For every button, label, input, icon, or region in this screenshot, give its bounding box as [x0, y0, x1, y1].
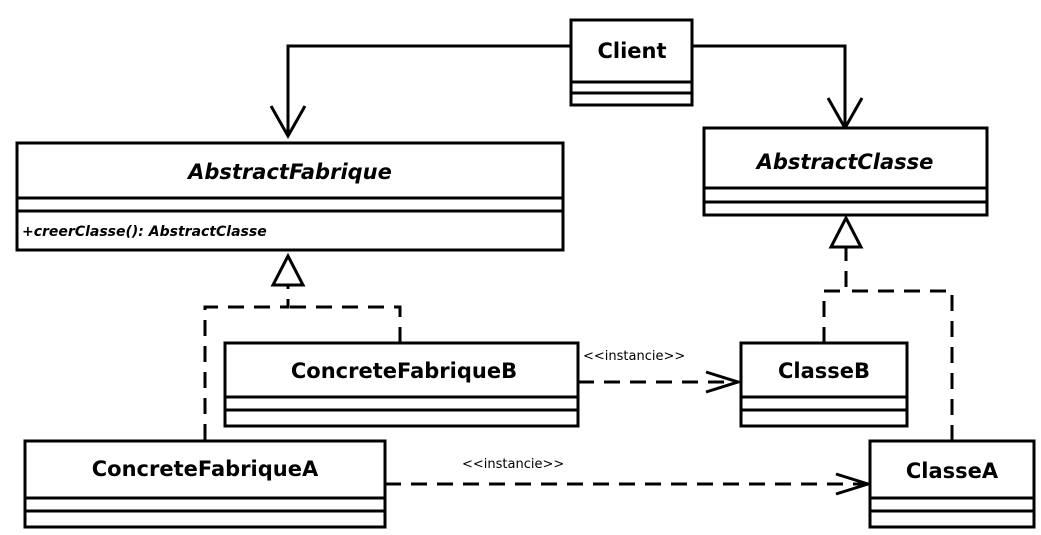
class-abstractclasse-name: AbstractClasse — [755, 150, 934, 174]
realize-fabriquea-line — [203, 285, 290, 440]
method-creerclasse: +creerClasse(): AbstractClasse — [22, 224, 267, 240]
assoc-client-abstractfabrique — [286, 44, 571, 136]
class-classeb-name: ClasseB — [778, 359, 870, 383]
realize-fabriqueb-line — [288, 305, 402, 343]
class-concretefabriquea-name: ConcreteFabriqueA — [92, 457, 319, 481]
class-concretefabriqueb-name: ConcreteFabriqueB — [291, 359, 517, 383]
assoc-client-abstractclasse — [692, 44, 847, 128]
class-abstractfabrique[interactable]: AbstractFabrique +creerClasse(): Abstrac… — [15, 141, 565, 252]
class-concretefabriqueb[interactable]: ConcreteFabriqueB — [223, 341, 580, 428]
stereotype-instancie-b: <<instancie>> — [583, 349, 685, 364]
realize-triangle-abstractfabrique — [270, 252, 306, 287]
realize-classea-line — [846, 289, 954, 441]
assoc-arrowhead-abstractfabrique — [269, 105, 307, 140]
class-abstractfabrique-name: AbstractFabrique — [186, 160, 392, 184]
class-classea[interactable]: ClasseA — [868, 439, 1036, 529]
class-concretefabriquea[interactable]: ConcreteFabriqueA — [23, 439, 387, 529]
class-classea-name: ClasseA — [906, 459, 999, 483]
class-abstractclasse[interactable]: AbstractClasse — [702, 126, 989, 217]
class-classeb[interactable]: ClasseB — [739, 341, 909, 428]
dependency-arrowhead-classeb — [705, 370, 744, 394]
realize-triangle-abstractclasse — [828, 214, 864, 249]
realize-classeb-line — [822, 246, 848, 343]
stereotype-instancie-a: <<instancie>> — [462, 457, 564, 472]
dependency-arrowhead-classea — [835, 472, 874, 496]
class-client-name: Client — [597, 39, 666, 63]
class-client[interactable]: Client — [569, 18, 694, 107]
